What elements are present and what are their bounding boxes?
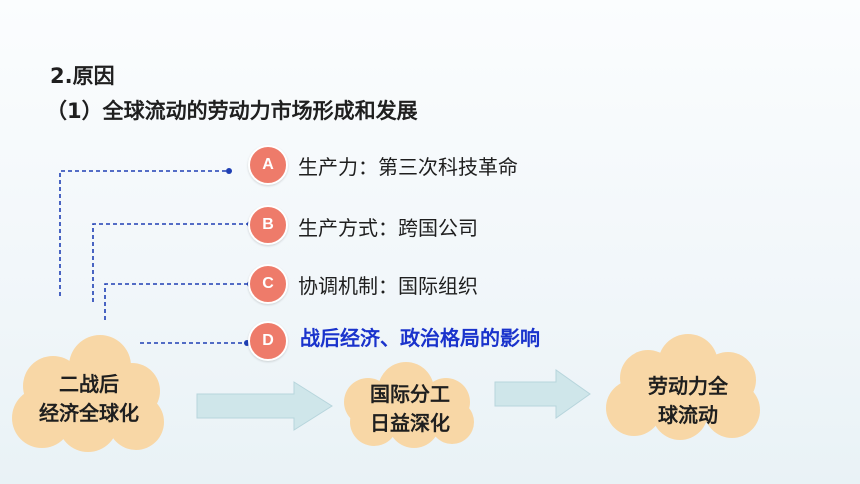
factor-productivity: 生产力：第三次科技革命 <box>298 155 518 179</box>
cloud-shape <box>12 335 164 452</box>
badge-d: D <box>248 321 288 361</box>
cloud-globalization: 二战后 经济全球化 <box>14 370 164 428</box>
connector-c <box>104 283 250 320</box>
badge-a: A <box>248 145 288 185</box>
flow-arrow <box>196 381 333 431</box>
badge-c: C <box>248 264 288 304</box>
cloud-line: 日益深化 <box>370 411 450 435</box>
section-subtitle: （1）全球流动的劳动力市场形成和发展 <box>46 99 418 123</box>
connector-a <box>59 170 228 296</box>
connector-dot-a <box>226 168 232 174</box>
cloud-line: 二战后 <box>59 372 119 396</box>
cloud-labor-mobility: 劳动力全 球流动 <box>628 372 748 430</box>
section-title: 2.原因 <box>50 64 115 88</box>
badge-b: B <box>248 205 288 245</box>
cloud-division-of-labor: 国际分工 日益深化 <box>352 380 468 438</box>
cloud-line: 球流动 <box>658 403 718 427</box>
factor-production-mode: 生产方式：跨国公司 <box>298 216 478 240</box>
cloud-shape <box>344 362 474 448</box>
cloud-line: 经济全球化 <box>39 401 139 425</box>
cloud-line: 国际分工 <box>370 382 450 406</box>
cloud-line: 劳动力全 <box>648 374 728 398</box>
cloud-shape <box>606 334 760 440</box>
factor-postwar-influence: 战后经济、政治格局的影响 <box>300 326 540 350</box>
connector-b <box>92 223 250 302</box>
factor-coordination: 协调机制：国际组织 <box>298 274 478 298</box>
flow-arrow <box>494 369 591 419</box>
